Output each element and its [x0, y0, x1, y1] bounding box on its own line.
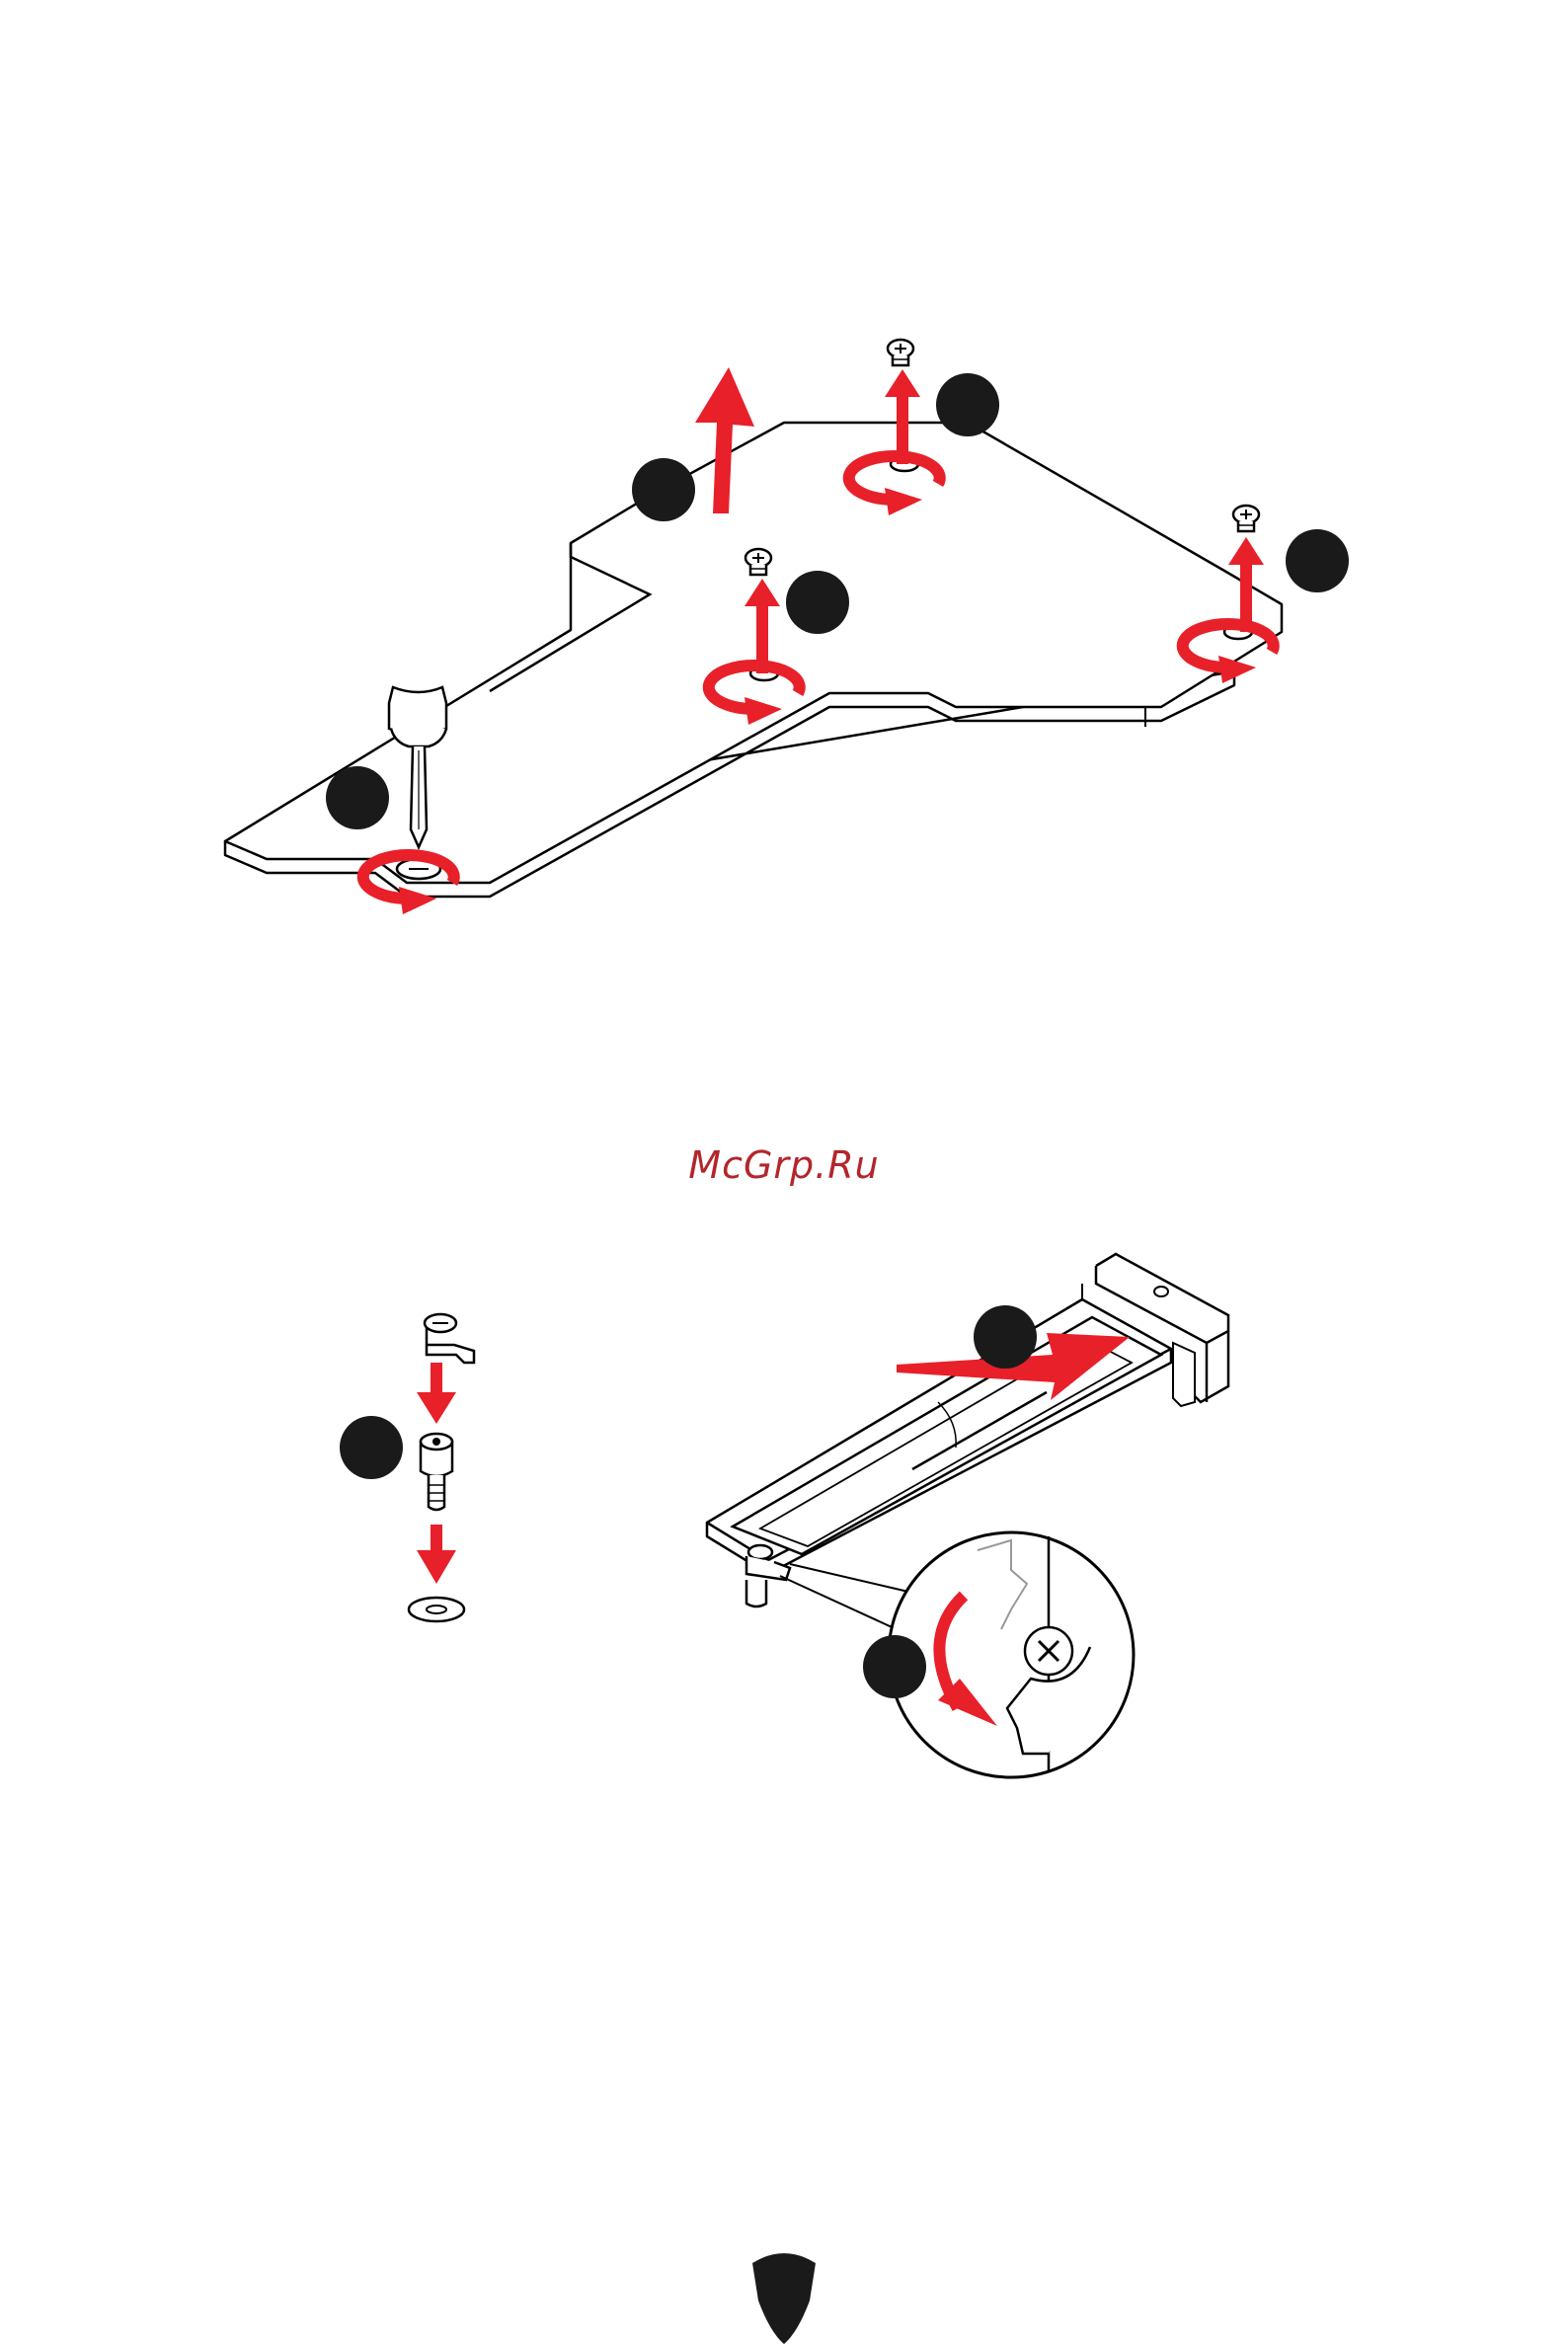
step-marker: [974, 1305, 1037, 1369]
step-marker: [326, 766, 389, 829]
step-marker: [936, 373, 999, 436]
magnifier-callout-icon: [889, 1532, 1134, 1777]
watermark-text: McGrp.Ru: [0, 1143, 1568, 1187]
screw-icon: [745, 549, 771, 575]
standoff-icon: [421, 1434, 452, 1510]
step-marker: [863, 1635, 926, 1698]
screw-clip-icon: [425, 1314, 474, 1363]
screw-icon: [1233, 506, 1259, 531]
screw-icon: [888, 340, 913, 365]
standoff-assembly: [409, 1314, 474, 1621]
step-marker: [1286, 529, 1349, 592]
down-arrow-icon: [417, 1363, 456, 1424]
step-marker: [340, 1416, 403, 1479]
washer-icon: [409, 1598, 464, 1621]
msi-shield-icon: [752, 2253, 816, 2344]
step-marker: [632, 458, 695, 521]
step-marker: [786, 571, 849, 634]
down-arrow-icon: [417, 1525, 456, 1584]
m2-ssd-install: [707, 1254, 1228, 1777]
